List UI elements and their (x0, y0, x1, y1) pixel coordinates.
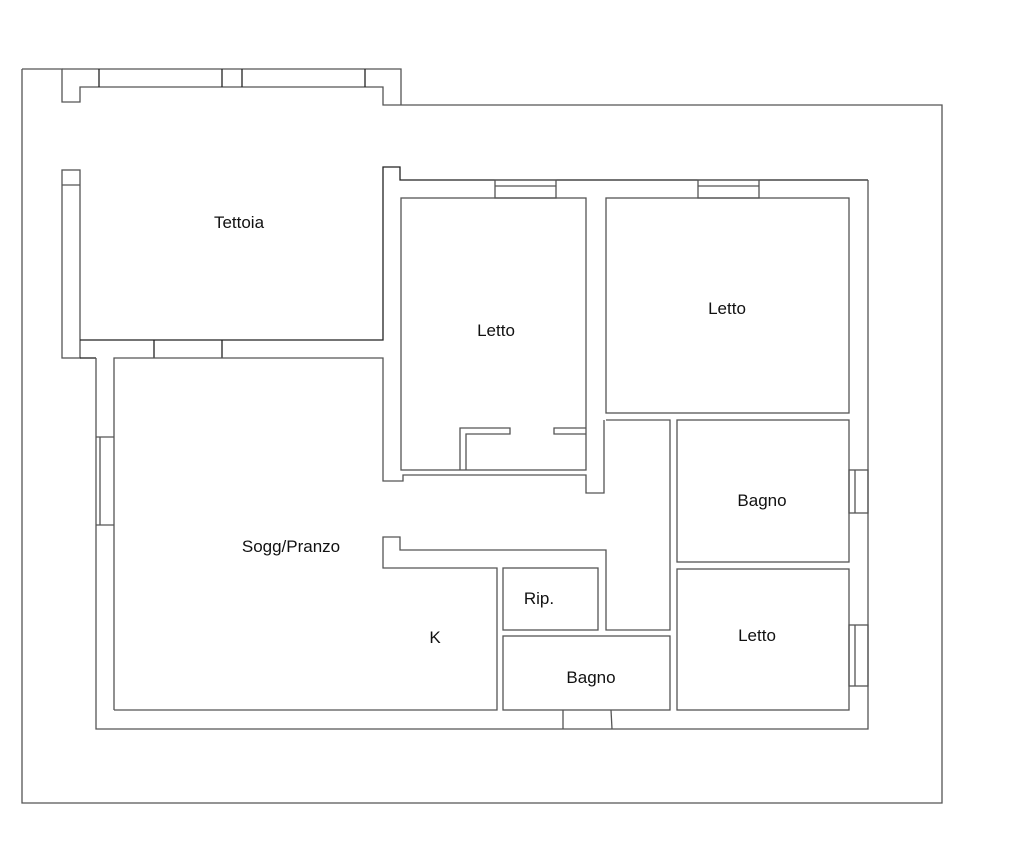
closet (459, 427, 511, 470)
label-bagno-1: Bagno (737, 491, 787, 510)
label-tettoia: Tettoia (213, 213, 265, 232)
house-walls (95, 180, 869, 730)
label-ripostiglio: Rip. (523, 589, 555, 608)
room-ripostiglio (502, 567, 599, 631)
tettoia-top-wall (62, 68, 402, 105)
tettoia-walls (61, 166, 868, 359)
label-letto-3: Letto (738, 626, 776, 645)
label-bagno-2: Bagno (566, 668, 616, 687)
label-letto-1: Letto (477, 321, 515, 340)
label-cucina: K (429, 628, 441, 647)
room-letto-1 (400, 197, 587, 471)
label-soggiorno: Sogg/Pranzo (241, 537, 341, 556)
room-bagno-2 (502, 635, 671, 711)
label-letto-2: Letto (708, 299, 746, 318)
site-boundary (21, 68, 943, 804)
windows (494, 179, 869, 687)
